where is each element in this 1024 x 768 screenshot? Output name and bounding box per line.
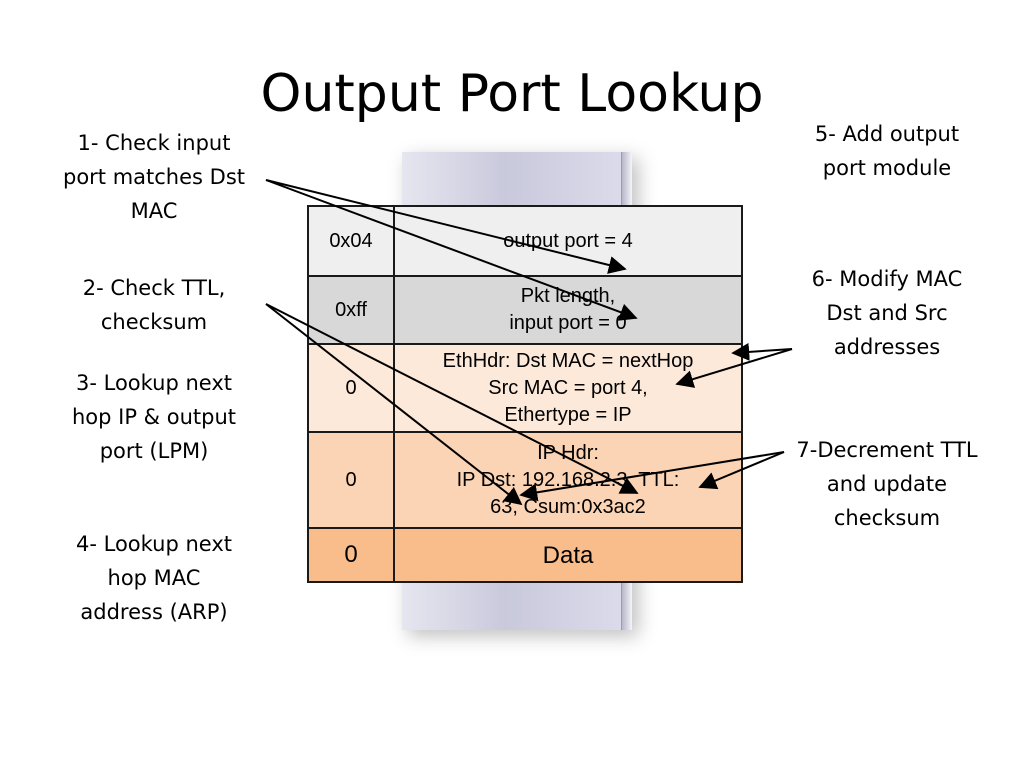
note-line: and update xyxy=(826,472,948,496)
note-line: hop MAC xyxy=(107,566,201,590)
note-lookup-next-hop-mac: 4- Lookup next hop MAC address (ARP) xyxy=(40,527,268,629)
row-id: 0 xyxy=(309,529,395,581)
note-add-output-port: 5- Add output port module xyxy=(776,117,998,185)
slide-title: Output Port Lookup xyxy=(260,64,764,124)
row-content: IP Hdr: IP Dst: 192.168.2.3, TTL: 63, Cs… xyxy=(395,433,741,527)
row-id: 0xff xyxy=(309,277,395,343)
note-line: MAC xyxy=(130,199,178,223)
note-check-ttl: 2- Check TTL, checksum xyxy=(40,271,268,339)
note-line: 5- Add output xyxy=(814,122,960,146)
row-text: Src MAC = port 4, xyxy=(488,376,648,399)
row-text: Pkt length, xyxy=(520,285,616,307)
note-lookup-next-hop-ip: 3- Lookup next hop IP & output port (LPM… xyxy=(40,366,268,468)
note-line: 4- Lookup next xyxy=(76,532,232,556)
row-id: 0x04 xyxy=(309,207,395,275)
note-line: checksum xyxy=(100,310,208,334)
row-content: Pkt length, input port = 0 xyxy=(395,277,741,343)
note-line: address (ARP) xyxy=(80,600,228,624)
note-check-input-port: 1- Check input port matches Dst MAC xyxy=(40,126,268,228)
note-line: 1- Check input xyxy=(77,131,231,155)
row-id: 0 xyxy=(309,345,395,431)
packet-table: 0x04 output port = 4 0xff Pkt length, in… xyxy=(307,205,743,583)
row-text: EthHdr: Dst MAC = nextHop xyxy=(442,349,694,372)
note-line: 6- Modify MAC xyxy=(811,267,963,291)
row-content: output port = 4 xyxy=(395,207,741,275)
note-line: checksum xyxy=(833,506,941,530)
row-text: Data xyxy=(542,541,594,569)
note-line: hop IP & output xyxy=(71,405,236,429)
note-line: addresses xyxy=(833,335,941,359)
note-line: 7-Decrement TTL xyxy=(796,438,978,462)
packet-row-length: 0xff Pkt length, input port = 0 xyxy=(307,275,743,345)
note-line: port module xyxy=(822,156,952,180)
row-id: 0 xyxy=(309,433,395,527)
note-modify-mac: 6- Modify MAC Dst and Src addresses xyxy=(776,262,998,364)
row-text: output port = 4 xyxy=(503,229,633,252)
row-text: input port = 0 xyxy=(509,312,627,334)
packet-row-output-port: 0x04 output port = 4 xyxy=(307,205,743,277)
packet-row-data: 0 Data xyxy=(307,527,743,583)
row-text: IP Dst: 192.168.2.3, TTL: xyxy=(456,468,680,491)
row-content: Data xyxy=(395,529,741,581)
note-decrement-ttl: 7-Decrement TTL and update checksum xyxy=(776,433,998,535)
note-line: Dst and Src xyxy=(826,301,948,325)
row-content: EthHdr: Dst MAC = nextHop Src MAC = port… xyxy=(395,345,741,431)
row-text: IP Hdr: xyxy=(537,441,599,464)
note-line: port (LPM) xyxy=(99,439,209,463)
row-text: 63, Csum:0x3ac2 xyxy=(490,495,646,518)
note-line: 3- Lookup next xyxy=(76,371,232,395)
packet-row-ip-header: 0 IP Hdr: IP Dst: 192.168.2.3, TTL: 63, … xyxy=(307,431,743,529)
note-line: 2- Check TTL, xyxy=(82,276,226,300)
packet-row-eth-header: 0 EthHdr: Dst MAC = nextHop Src MAC = po… xyxy=(307,343,743,433)
row-text: Ethertype = IP xyxy=(504,403,632,426)
note-line: port matches Dst xyxy=(62,165,246,189)
